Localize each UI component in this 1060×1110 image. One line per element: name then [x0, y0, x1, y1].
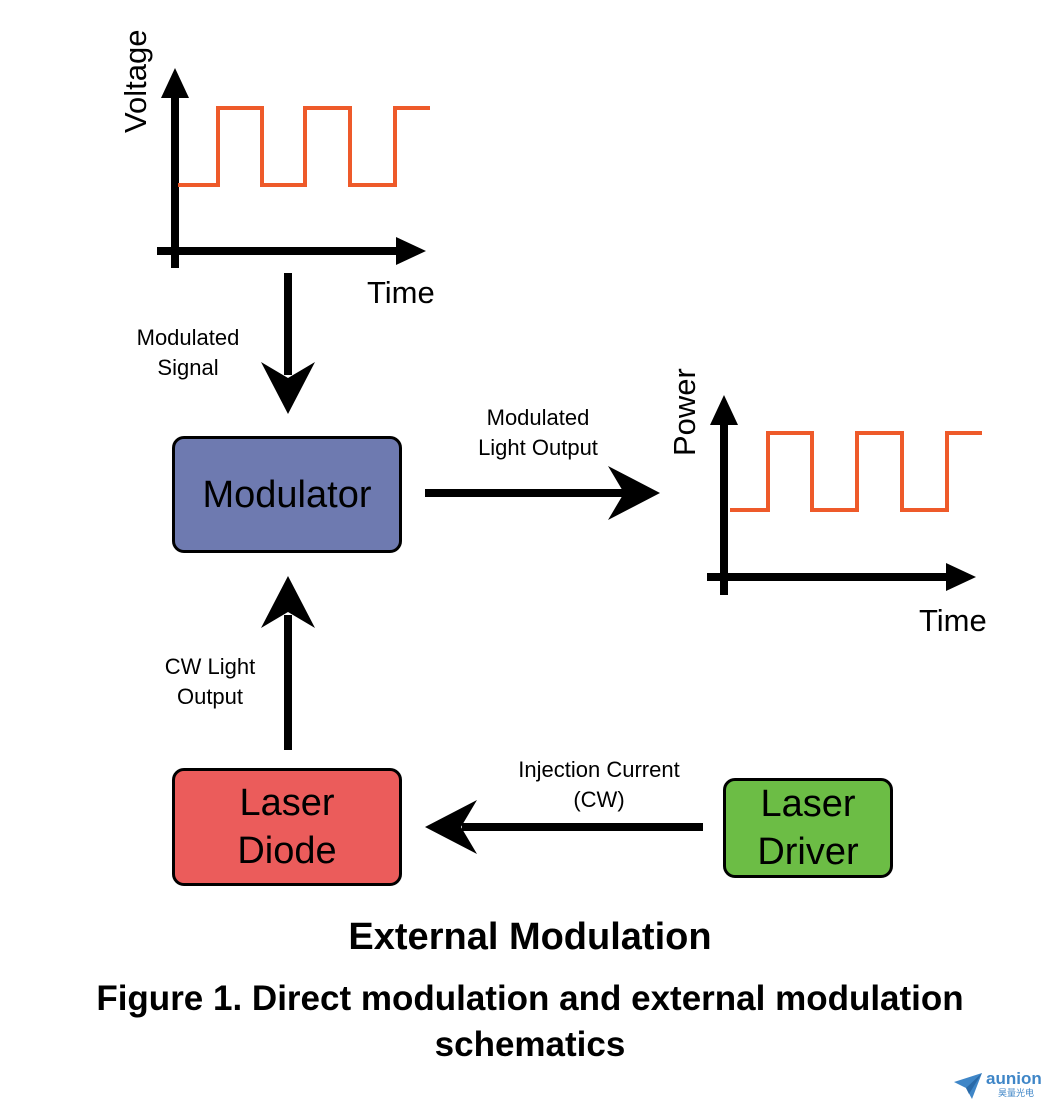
modulator-block: Modulator	[172, 436, 402, 553]
laser-driver-label-line1: Laser	[760, 783, 856, 825]
figure-caption-line2: schematics	[434, 1025, 626, 1064]
brand-subtitle: 昊量光电	[998, 1088, 1035, 1098]
modulator-label: Modulator	[202, 473, 372, 516]
cw-light-output-label: CW Light Output	[164, 654, 256, 709]
power-axis-label: Power	[667, 368, 702, 456]
modulated-signal-label: Modulated Signal	[136, 325, 240, 380]
voltage-axis-label: Voltage	[118, 29, 153, 133]
laser-driver-block: Laser Driver	[723, 778, 893, 878]
voltage-y-arrowhead	[161, 68, 189, 98]
modulated-light-output-arrow	[425, 466, 660, 520]
power-waveform	[730, 431, 982, 512]
injection-current-label: Injection Current (CW)	[518, 757, 680, 812]
time-x-arrowhead-right	[946, 563, 976, 591]
figure-caption-line1: Figure 1. Direct modulation and external…	[96, 979, 964, 1018]
laser-driver-label-line2: Driver	[757, 831, 859, 873]
modulated-signal-arrow	[261, 273, 315, 414]
time-axis-label-right: Time	[919, 603, 987, 638]
figure-caption: Figure 1. Direct modulation and external…	[0, 976, 1060, 1068]
brand-name: aunion	[986, 1069, 1042, 1088]
power-time-graph	[707, 395, 982, 595]
brand-watermark: aunion 昊量光电	[952, 1068, 1052, 1102]
laser-diode-label-line2: Diode	[237, 830, 337, 872]
voltage-waveform	[178, 106, 430, 187]
laser-diode-block: Laser Diode	[172, 768, 402, 886]
laser-diode-label-line1: Laser	[239, 782, 335, 824]
voltage-time-graph	[157, 68, 430, 268]
paper-plane-icon	[954, 1073, 982, 1099]
section-title: External Modulation	[348, 916, 712, 958]
power-y-arrowhead	[710, 395, 738, 425]
time-x-arrowhead-top	[396, 237, 426, 265]
injection-current-arrow	[425, 800, 703, 854]
modulated-light-output-label: Modulated Light Output	[478, 405, 598, 460]
cw-light-output-arrow	[261, 576, 315, 750]
time-axis-label-top: Time	[367, 275, 435, 310]
